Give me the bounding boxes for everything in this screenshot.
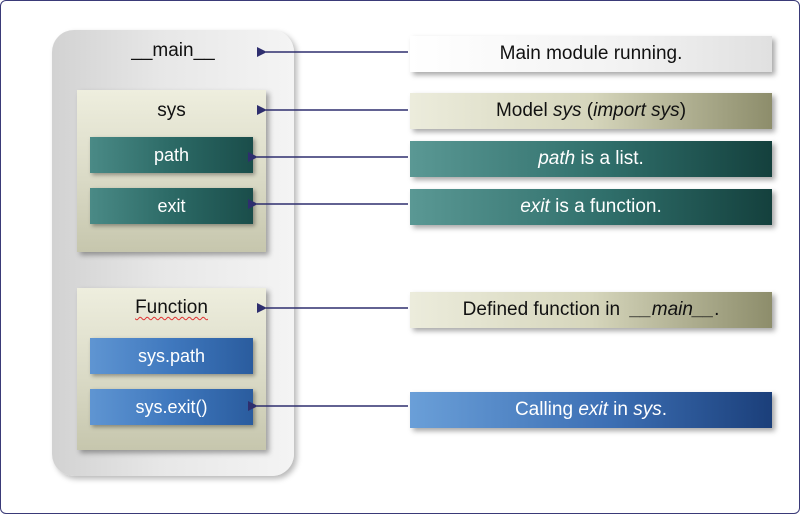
path-list-label: path is a list. — [410, 141, 772, 177]
main-running-label: Main module running. — [410, 36, 772, 72]
sys-path-call-item: sys.path — [90, 338, 253, 374]
path-item: path — [90, 137, 253, 173]
model-sys-label: Model sys (import sys) — [410, 93, 772, 129]
exit-item: exit — [90, 188, 253, 224]
calling-exit-label: Calling exit in sys. — [410, 392, 772, 428]
exit-function-label: exit is a function. — [410, 189, 772, 225]
sys-module-title: sys — [157, 100, 186, 121]
defined-function-label: Defined function in __main__. — [410, 292, 772, 328]
main-module-title: __main__ — [131, 40, 215, 61]
function-title: Function — [135, 297, 208, 318]
sys-exit-call-item: sys.exit() — [90, 389, 253, 425]
